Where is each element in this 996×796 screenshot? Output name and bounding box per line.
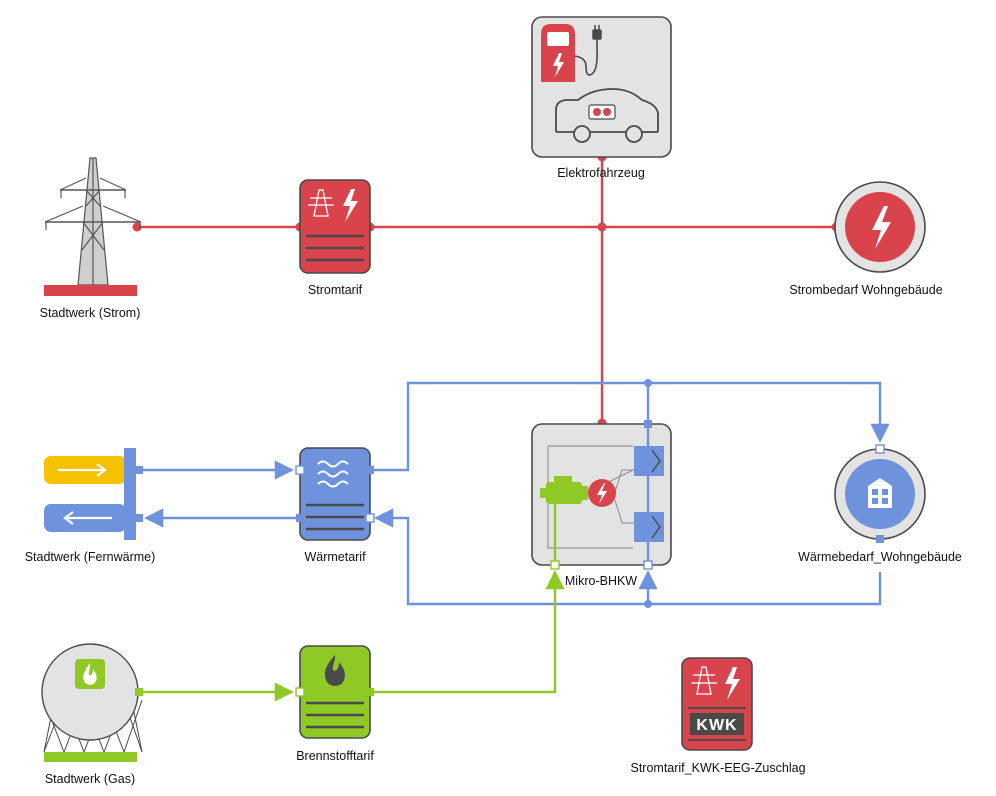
label-stadtwerk-fernwaerme: Stadtwerk (Fernwärme) (24, 550, 156, 564)
node-stadtwerk-gas[interactable] (41, 643, 143, 762)
heat-port (365, 513, 375, 523)
supply-arrow-icon (58, 463, 107, 477)
node-waermebedarf[interactable] (834, 444, 926, 543)
engine-icon (540, 476, 588, 504)
lightning-icon (725, 667, 740, 700)
gas-port (366, 688, 374, 696)
district-heating-icon (124, 448, 136, 540)
kwk-badge-text: KWK (696, 717, 737, 734)
charging-cable (574, 39, 598, 76)
battery-minus-icon (603, 108, 611, 116)
label-waermetarif: Wärmetarif (304, 550, 366, 564)
fuel-flame-icon (324, 655, 345, 686)
gas-flame-badge (75, 659, 105, 689)
gas-port (135, 688, 143, 696)
label-strombedarf: Strombedarf Wohngebäude (789, 283, 943, 297)
power-port (132, 222, 142, 232)
heat-port (135, 466, 143, 474)
mini-tower-icon (308, 189, 334, 217)
power-tower-icon (44, 157, 142, 286)
kwk-tariff-icon (681, 657, 753, 751)
heat-connections (140, 381, 890, 606)
node-strombedarf[interactable] (834, 181, 926, 273)
label-kwk-zuschlag: Stromtarif_KWK-EEG-Zuschlag (630, 761, 806, 775)
heat-port (295, 465, 305, 475)
node-stadtwerk-strom[interactable] (44, 157, 142, 296)
kwk-badge (690, 713, 744, 735)
gas-tank-icon (41, 643, 139, 741)
heat-port (135, 514, 143, 522)
power-junction (597, 222, 607, 232)
tariff-lines (306, 701, 364, 729)
heat-waves-icon (317, 460, 349, 488)
car-wheel-icon (625, 125, 643, 143)
heat-port (366, 466, 374, 474)
line-demand-return (374, 508, 882, 606)
gas-port (295, 687, 305, 697)
grid-base-bar (44, 285, 137, 296)
node-brennstofftarif[interactable] (295, 645, 374, 739)
gas-base-bar (44, 752, 137, 762)
heat-port (876, 535, 884, 543)
node-kwk-zuschlag[interactable]: KWK (681, 657, 753, 751)
label-stromtarif: Stromtarif (307, 283, 363, 297)
line-brennstofftarif-to-chp (370, 570, 565, 694)
node-stromtarif[interactable] (299, 179, 371, 274)
heat-port (644, 420, 652, 428)
tariff-lines (306, 503, 364, 531)
heat-junction (644, 379, 652, 387)
label-stadtwerk-strom: Stadtwerk (Strom) (39, 306, 141, 320)
heat-exchanger-icon (634, 446, 664, 476)
charger-display (547, 32, 569, 46)
generator-lightning-icon (597, 483, 607, 504)
label-elektrofahrzeug: Elektrofahrzeug (557, 166, 645, 180)
label-stadtwerk-gas: Stadtwerk (Gas) (44, 772, 136, 786)
heat-port (875, 444, 885, 454)
car-body-icon (555, 88, 659, 132)
fuel-tariff-icon (299, 645, 371, 739)
tariff-lines (306, 234, 364, 262)
heat-exchanger-icon (634, 512, 664, 542)
flame-icon (83, 663, 97, 685)
plug-icon (592, 25, 602, 40)
connection-lines (132, 152, 890, 702)
car-wheel-icon (573, 125, 591, 143)
node-mikro-bhkw[interactable] (531, 420, 672, 570)
charger-lightning-icon (553, 53, 564, 77)
line-waermetarif-to-demand (370, 381, 890, 472)
heat-port (296, 514, 304, 522)
return-arrow-icon (63, 511, 112, 525)
mini-tower-icon (691, 666, 717, 695)
building-windows (872, 489, 888, 504)
label-brennstofftarif: Brennstofftarif (296, 749, 374, 763)
gas-port (550, 560, 560, 570)
heat-tariff-icon (299, 447, 371, 541)
label-waermebedarf: Wärmebedarf_Wohngebäude (798, 550, 962, 564)
node-stadtwerk-fernwaerme[interactable] (44, 448, 143, 540)
heat-port (643, 560, 653, 570)
demand-lightning-icon (872, 206, 891, 249)
heat-junction (644, 600, 652, 608)
battery-plus-icon (593, 108, 601, 116)
exchanger-zigzag (651, 515, 661, 539)
battery-icon (588, 104, 616, 120)
exchanger-zigzag (651, 449, 661, 473)
node-elektrofahrzeug[interactable] (531, 16, 672, 158)
lightning-icon (343, 189, 358, 222)
label-mikro-bhkw: Mikro-BHKW (564, 574, 638, 588)
node-waermetarif[interactable] (295, 447, 375, 541)
gas-connections (139, 570, 565, 702)
